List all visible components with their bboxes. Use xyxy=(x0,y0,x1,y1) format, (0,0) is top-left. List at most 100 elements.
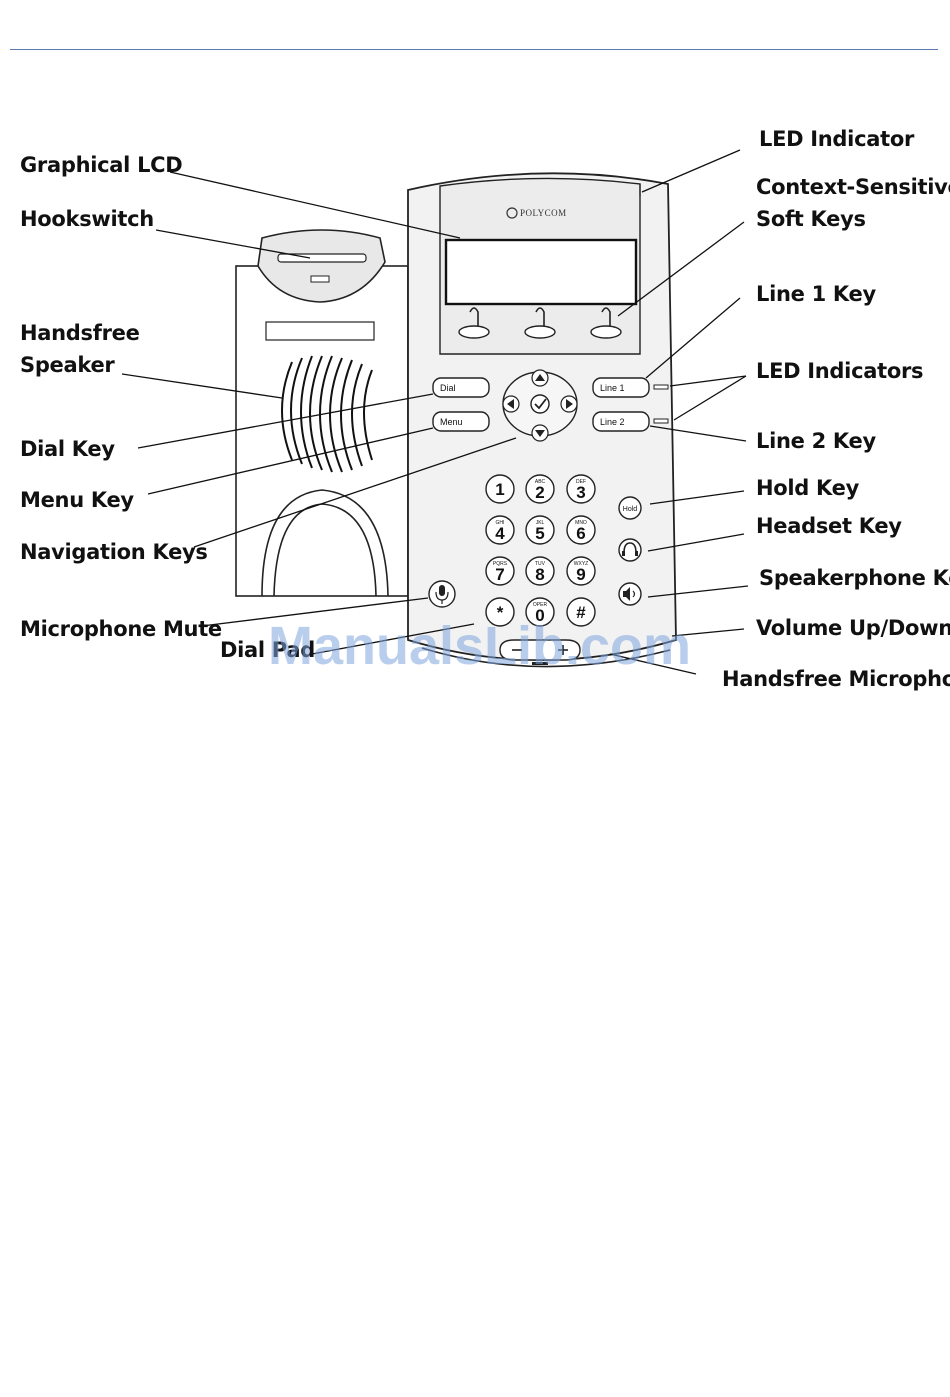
volume-button[interactable] xyxy=(499,639,581,661)
handset-slot xyxy=(265,321,375,341)
label-hookswitch: Hookswitch xyxy=(20,207,154,231)
label-navigation-keys: Navigation Keys xyxy=(20,540,208,564)
label-line1-key: Line 1 Key xyxy=(756,282,876,306)
dial-pad-digit: 8 xyxy=(535,565,544,584)
dial-pad-letters: DEF xyxy=(576,479,586,485)
label-headset-key: Headset Key xyxy=(756,514,902,538)
headset-icon xyxy=(623,542,637,554)
microphone-icon xyxy=(439,585,445,596)
nav-down-button[interactable] xyxy=(531,424,549,442)
dial-pad-digit: # xyxy=(576,603,586,622)
navigation-keys xyxy=(502,369,578,442)
hold-button[interactable]: Hold xyxy=(618,496,642,520)
line1-button-label: Line 1 xyxy=(600,383,625,393)
check-icon xyxy=(534,398,547,410)
polycom-logo: POLYCOM xyxy=(506,207,567,219)
brand-name: POLYCOM xyxy=(520,208,567,218)
label-soft-keys-line2: Soft Keys xyxy=(756,207,866,231)
dial-pad-letters: ABC xyxy=(535,479,546,485)
dial-pad-digit: 6 xyxy=(576,524,585,543)
graphical-lcd xyxy=(444,238,638,306)
label-handsfree-speaker-line1: Handsfree xyxy=(20,321,140,345)
header-rule xyxy=(10,49,938,50)
handset xyxy=(235,229,409,597)
dial-pad-digit: 5 xyxy=(535,524,544,543)
nav-right-button[interactable] xyxy=(560,395,578,413)
soft-key-1[interactable] xyxy=(458,307,490,339)
dial-pad-digit: 0 xyxy=(535,606,544,625)
dial-pad-letters: WXYZ xyxy=(574,561,588,567)
hold-button-label: Hold xyxy=(623,506,638,513)
dial-button-label: Dial xyxy=(440,383,456,393)
labels: Graphical LCD Hookswitch Handsfree Speak… xyxy=(20,127,950,691)
callout-lines xyxy=(121,149,749,675)
dial-pad-letters: TUV xyxy=(535,561,546,567)
label-handsfree-microphone: Handsfree Microphone xyxy=(722,667,950,691)
label-hold-key: Hold Key xyxy=(756,476,860,500)
soft-keys xyxy=(458,307,622,339)
label-line2-key: Line 2 Key xyxy=(756,429,876,453)
dial-pad-digit: 1 xyxy=(495,480,504,499)
speakerphone-button[interactable] xyxy=(618,582,642,606)
dial-button[interactable]: Dial xyxy=(432,377,490,398)
phone-base: POLYCOM Dial Menu xyxy=(407,172,677,668)
dial-pad-digit: * xyxy=(497,603,504,622)
led-line1 xyxy=(653,384,669,390)
speaker-icon xyxy=(623,587,630,601)
headset-button[interactable] xyxy=(618,538,642,562)
hookswitch-cap xyxy=(257,229,386,303)
dial-pad-digit: 7 xyxy=(495,565,504,584)
watermark: ManualsLib.com xyxy=(268,616,691,676)
label-microphone-mute: Microphone Mute xyxy=(20,617,222,641)
label-led-indicator: LED Indicator xyxy=(759,127,915,151)
dial-pad-key-star[interactable]: * xyxy=(485,597,515,627)
label-led-indicators: LED Indicators xyxy=(756,359,923,383)
handsfree-speaker-grille xyxy=(281,355,373,473)
handsfree-microphone xyxy=(532,662,548,665)
dial-pad-letters: OPER xyxy=(533,602,548,608)
hookswitch-tab xyxy=(310,275,330,283)
dial-pad-letters: GHI xyxy=(496,520,505,526)
dial-pad-digit: 9 xyxy=(576,565,585,584)
menu-button-label: Menu xyxy=(440,417,463,427)
line2-button-label: Line 2 xyxy=(600,417,625,427)
soft-key-2[interactable] xyxy=(524,307,556,339)
menu-button[interactable]: Menu xyxy=(432,411,490,432)
dial-pad-letters: MNO xyxy=(575,520,587,526)
label-dial-pad: Dial Pad xyxy=(220,638,315,662)
handset-earpiece-arc-outer xyxy=(261,489,389,597)
nav-select-button[interactable] xyxy=(530,394,550,414)
soft-key-3[interactable] xyxy=(590,307,622,339)
nav-up-button[interactable] xyxy=(531,369,549,387)
line2-button[interactable]: Line 2 xyxy=(592,411,650,432)
label-handsfree-speaker-line2: Speaker xyxy=(20,353,115,377)
led-line2 xyxy=(653,418,669,424)
nav-left-button[interactable] xyxy=(502,395,520,413)
right-arrow-icon xyxy=(566,399,573,409)
dial-pad-key-1[interactable]: 1 xyxy=(485,474,515,504)
down-arrow-icon xyxy=(535,430,545,437)
dial-pad-digit: 2 xyxy=(535,483,544,502)
base-bottom-edge xyxy=(421,647,671,668)
label-dial-key: Dial Key xyxy=(20,437,115,461)
dial-pad-key-hash[interactable]: # xyxy=(566,597,596,627)
dial-pad-letters: PQRS xyxy=(493,561,508,567)
microphone-mute-button[interactable] xyxy=(428,580,456,608)
dial-pad-letters: JKL xyxy=(536,520,545,526)
handset-earpiece-arc-inner xyxy=(273,503,377,597)
line1-button[interactable]: Line 1 xyxy=(592,377,650,398)
label-graphical-lcd: Graphical LCD xyxy=(20,153,182,177)
label-menu-key: Menu Key xyxy=(20,488,134,512)
label-soft-keys-line1: Context-Sensitive xyxy=(756,175,950,199)
